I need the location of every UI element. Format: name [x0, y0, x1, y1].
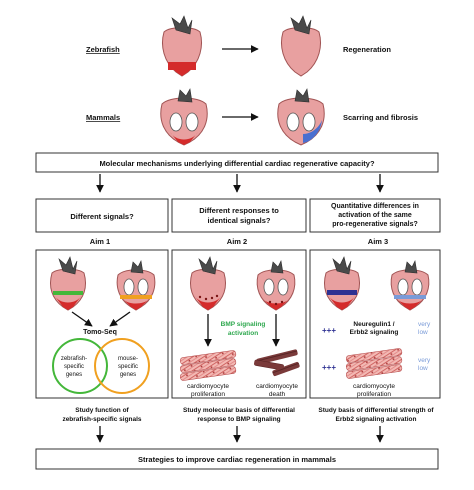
aim1-mammal-heart [116, 260, 156, 311]
venn-zebrafish-line-2: specific [64, 364, 84, 370]
signal-weak-2-line-2: low [418, 365, 428, 372]
venn-zebrafish-line-1: zebrafish- [61, 356, 87, 362]
aim3-zebrafish-heart [323, 256, 361, 311]
aim-1-title: Aim 1 [90, 237, 110, 246]
signal-label-line-2: Erbb2 signaling [350, 329, 399, 336]
mammals-label: Mammals [86, 113, 120, 122]
question-3-line-2: activation of the same [338, 212, 412, 219]
question-1-line-1: Different signals? [70, 212, 134, 221]
venn-mouse-circle [94, 338, 150, 394]
zebrafish-injured-heart [162, 15, 202, 77]
aim2-outcome-left-line-2: proliferation [191, 391, 225, 398]
aim-1-caption-line-2: zebrafish-specific signals [62, 416, 141, 423]
tomo-seq-label: Tomo-Seq [83, 329, 117, 336]
question-header: Molecular mechanisms underlying differen… [99, 159, 375, 168]
aim-2-title: Aim 2 [227, 237, 247, 246]
zebrafish-label: Zebrafish [86, 45, 120, 54]
aim-3-title: Aim 3 [368, 237, 388, 246]
venn-zebrafish-circle [52, 338, 108, 394]
signal-weak-2-line-1: very [418, 357, 431, 364]
question-2-line-2: identical signals? [208, 216, 271, 225]
question-header-box [35, 152, 439, 173]
question-3-line-1: Quantitative differences in [331, 203, 419, 210]
aim2-outcome-right-line-2: death [269, 391, 286, 398]
aim3-outcome-line-2: proliferation [357, 391, 391, 398]
signal-label-line-1: Neuregulin1 / [353, 321, 394, 328]
venn-mouse-line-2: specific [118, 364, 138, 370]
aim2-proliferating-cells [179, 350, 237, 381]
aim2-outcome-left-line-1: cardiomyocyte [187, 383, 229, 390]
aim-3-caption-line-1: Study basis of differential strength of [318, 407, 434, 414]
aim2-zebrafish-heart [189, 256, 227, 311]
final-box-text: Strategies to improve cardiac regenerati… [138, 455, 336, 464]
mammal-scarred-heart [277, 88, 325, 146]
question-3-line-3: pro-regenerative signals? [332, 221, 418, 228]
question-2-line-1: Different responses to [199, 206, 279, 215]
bmp-label-line-2: activation [228, 330, 258, 337]
aim2-outcome-right-line-1: cardiomyocyte [256, 383, 298, 390]
zebrafish-regenerated-heart [281, 15, 321, 77]
venn-zebrafish-line-3: genes [66, 372, 82, 378]
signal-weak-line-1: very [418, 321, 431, 328]
aim2-dying-cells [254, 349, 300, 377]
aim-3-caption-line-2: Erbb2 signaling activation [336, 416, 417, 423]
signal-strong-1: +++ [322, 326, 336, 335]
question-box-3 [309, 198, 441, 233]
bmp-label-line-1: BMP signaling [221, 321, 266, 328]
aim-2-caption-line-1: Study molecular basis of differential [183, 407, 295, 414]
question-box-1 [35, 198, 169, 233]
aim3-outcome-line-1: cardiomyocyte [353, 383, 395, 390]
aim1-zebrafish-heart [49, 256, 87, 311]
aim3-mammal-heart [390, 260, 430, 311]
aim1-arrow-left [71, 311, 93, 327]
aim-1-caption-line-1: Study function of [75, 407, 129, 414]
mammal-injured-heart [160, 88, 208, 146]
aim2-mammal-heart [256, 260, 296, 311]
signal-weak-line-2: low [418, 329, 428, 336]
aim1-arrow-right [109, 311, 131, 327]
aim3-proliferating-cells [345, 348, 403, 379]
zebrafish-outcome: Regeneration [343, 45, 391, 54]
venn-mouse-line-1: mouse- [118, 356, 138, 362]
final-box [35, 448, 439, 470]
question-box-2 [171, 198, 307, 233]
venn-mouse-line-3: genes [120, 372, 136, 378]
mammals-outcome: Scarring and fibrosis [343, 113, 418, 122]
aim-2-caption-line-2: response to BMP signaling [197, 416, 280, 423]
signal-strong-2: +++ [322, 363, 336, 372]
